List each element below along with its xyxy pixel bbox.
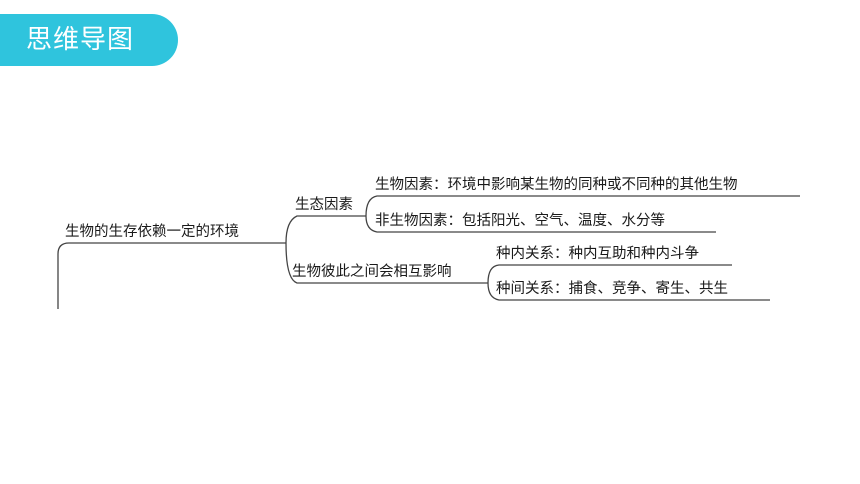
branch-node-eco-factors: 生态因素 [295,197,353,213]
branch2-bracket [487,264,770,301]
leaf-node-abiotic: 非生物因素：包括阳光、空气、温度、水分等 [375,213,665,229]
branch-node-interaction: 生物彼此之间会相互影响 [292,264,452,280]
root-connector [57,242,286,309]
leaf-node-biotic: 生物因素：环境中影响某生物的同种或不同种的其他生物 [375,177,738,193]
leaf-node-interspecific: 种间关系：捕食、竞争、寄生、共生 [496,281,728,297]
title-banner: 思维导图 [0,14,178,66]
root-node: 生物的生存依赖一定的环境 [65,224,239,240]
branch1-bracket [365,195,800,233]
root-branch-bracket [285,215,488,284]
banner-title: 思维导图 [26,25,135,55]
leaf-node-intraspecific: 种内关系：种内互助和种内斗争 [496,246,699,262]
